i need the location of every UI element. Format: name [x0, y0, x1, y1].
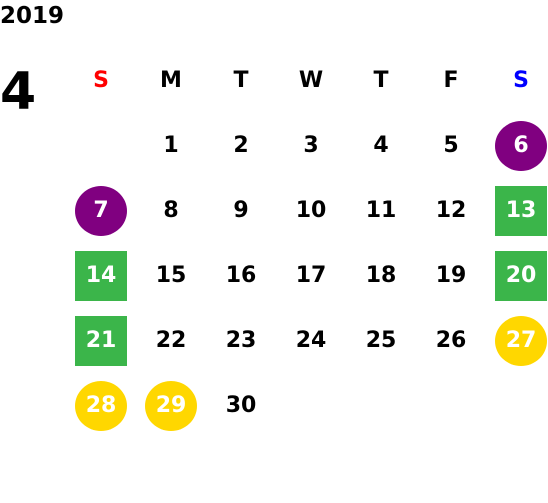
- day-number[interactable]: 24: [295, 328, 327, 353]
- day-cell[interactable]: 10: [276, 178, 346, 243]
- day-cell[interactable]: 30: [206, 373, 276, 438]
- day-cell[interactable]: 12: [416, 178, 486, 243]
- day-number[interactable]: 4: [373, 133, 389, 158]
- day-number[interactable]: 26: [435, 328, 467, 353]
- day-number[interactable]: 6: [495, 120, 547, 171]
- day-number[interactable]: 29: [145, 380, 197, 431]
- day-cell[interactable]: 14: [66, 243, 136, 308]
- day-number[interactable]: 16: [225, 263, 257, 288]
- day-number[interactable]: 3: [303, 133, 319, 158]
- weekday-header-sunday: S: [93, 68, 109, 93]
- day-cell[interactable]: 27: [486, 308, 548, 373]
- day-cell[interactable]: 18: [346, 243, 416, 308]
- day-cell[interactable]: 29: [136, 373, 206, 438]
- day-cell[interactable]: 23: [206, 308, 276, 373]
- month-label: 4: [0, 62, 37, 122]
- day-number[interactable]: 28: [75, 380, 127, 431]
- weekday-header-saturday: S: [513, 68, 529, 93]
- day-number[interactable]: 30: [225, 393, 257, 418]
- day-cell[interactable]: 19: [416, 243, 486, 308]
- day-number[interactable]: 18: [365, 263, 397, 288]
- year-label: 2019: [0, 3, 65, 29]
- day-number[interactable]: 5: [443, 133, 459, 158]
- day-number[interactable]: 2: [233, 133, 249, 158]
- day-number[interactable]: 15: [155, 263, 187, 288]
- day-number[interactable]: 25: [365, 328, 397, 353]
- day-number[interactable]: 22: [155, 328, 187, 353]
- day-number[interactable]: 27: [495, 315, 547, 366]
- day-cell[interactable]: 20: [486, 243, 548, 308]
- day-cell[interactable]: 11: [346, 178, 416, 243]
- day-number[interactable]: 10: [295, 198, 327, 223]
- day-cell[interactable]: 16: [206, 243, 276, 308]
- day-cell[interactable]: 9: [206, 178, 276, 243]
- day-number[interactable]: 1: [163, 133, 179, 158]
- day-cell[interactable]: 7: [66, 178, 136, 243]
- calendar-grid: S M T W T F S 1 2 3 4 5 6 7 8 9 10 11 12…: [66, 48, 548, 438]
- day-number[interactable]: 7: [75, 185, 127, 236]
- weekday-header-friday: F: [443, 68, 459, 93]
- weekday-header-wednesday: W: [298, 68, 324, 93]
- day-cell[interactable]: 24: [276, 308, 346, 373]
- day-cell[interactable]: 28: [66, 373, 136, 438]
- day-cell[interactable]: 8: [136, 178, 206, 243]
- day-cell[interactable]: 3: [276, 113, 346, 178]
- day-cell[interactable]: 5: [416, 113, 486, 178]
- day-number[interactable]: 23: [225, 328, 257, 353]
- day-cell[interactable]: 6: [486, 113, 548, 178]
- day-cell[interactable]: 26: [416, 308, 486, 373]
- weekday-header-thursday: T: [373, 68, 389, 93]
- day-cell[interactable]: 2: [206, 113, 276, 178]
- day-cell[interactable]: 17: [276, 243, 346, 308]
- day-number[interactable]: 13: [495, 185, 547, 236]
- day-number[interactable]: 12: [435, 198, 467, 223]
- day-number[interactable]: 19: [435, 263, 467, 288]
- day-cell[interactable]: 4: [346, 113, 416, 178]
- day-number[interactable]: 20: [495, 250, 547, 301]
- empty-day-cell: [66, 113, 136, 178]
- day-number[interactable]: 9: [233, 198, 249, 223]
- day-number[interactable]: 8: [163, 198, 179, 223]
- weekday-header-tuesday: T: [233, 68, 249, 93]
- day-cell[interactable]: 21: [66, 308, 136, 373]
- day-cell[interactable]: 1: [136, 113, 206, 178]
- day-number[interactable]: 21: [75, 315, 127, 366]
- day-cell[interactable]: 15: [136, 243, 206, 308]
- day-cell[interactable]: 13: [486, 178, 548, 243]
- day-number[interactable]: 17: [295, 263, 327, 288]
- day-number[interactable]: 14: [75, 250, 127, 301]
- day-number[interactable]: 11: [365, 198, 397, 223]
- day-cell[interactable]: 22: [136, 308, 206, 373]
- day-cell[interactable]: 25: [346, 308, 416, 373]
- weekday-header-monday: M: [160, 68, 182, 93]
